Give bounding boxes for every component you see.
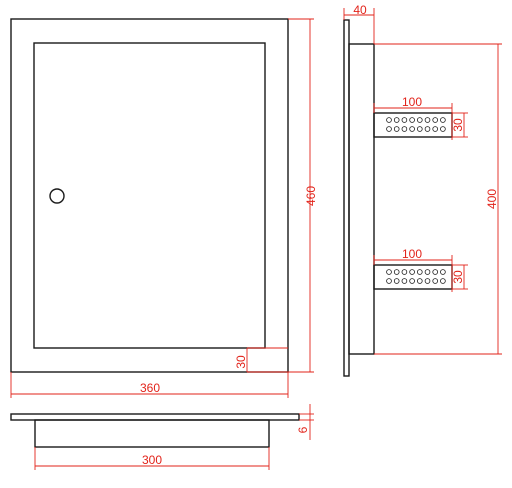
mounting-hole: [440, 269, 446, 275]
bracket-top-holes: [386, 117, 446, 132]
flange-thickness-dimension: 6: [296, 404, 314, 440]
mounting-hole: [416, 126, 423, 132]
mounting-hole: [424, 126, 431, 132]
bracket-bottom-holes: [386, 269, 446, 284]
mounting-hole: [386, 126, 392, 132]
mounting-hole: [440, 126, 446, 132]
mounting-hole: [393, 278, 400, 284]
mounting-hole: [424, 117, 431, 123]
side-height-dimension: 400: [374, 43, 502, 355]
mounting-hole: [393, 126, 400, 132]
mounting-hole: [401, 117, 408, 123]
mounting-hole: [432, 117, 439, 123]
mounting-hole: [409, 269, 415, 275]
front-height-label: 460: [304, 186, 318, 206]
front-height-dimension: 460: [288, 18, 318, 373]
side-depth-label: 40: [353, 3, 367, 17]
mounting-hole: [432, 126, 439, 132]
mounting-hole: [440, 117, 446, 123]
mounting-hole: [432, 269, 439, 275]
bracket-bottom-height-label: 30: [451, 270, 465, 284]
mounting-hole: [440, 278, 446, 284]
side-height-label: 400: [485, 189, 499, 209]
bracket-top-width-label: 100: [402, 95, 422, 109]
front-width-dimension: 360: [10, 372, 289, 398]
side-depth-dimension: 40: [343, 3, 375, 44]
side-view: 40 400 100 30 10: [343, 3, 502, 377]
side-face-plate: [343, 19, 350, 377]
mounting-hole: [386, 278, 392, 284]
mounting-hole: [401, 278, 408, 284]
bracket-top-plate: [373, 112, 453, 138]
bottom-view: 6 300: [10, 404, 314, 470]
mounting-hole: [416, 278, 423, 284]
mounting-hole: [424, 278, 431, 284]
mounting-hole: [416, 117, 423, 123]
outer-frame: [10, 18, 289, 373]
bottom-flange: [10, 413, 300, 421]
frame-width-label: 30: [234, 355, 248, 369]
inner-door: [33, 42, 266, 349]
mounting-hole: [393, 269, 400, 275]
bracket-bottom: 100 30: [373, 247, 468, 292]
mounting-hole: [401, 126, 408, 132]
door-lock-icon: [49, 188, 65, 204]
bracket-top-height-label: 30: [451, 118, 465, 132]
frame-width-dimension: 30: [234, 347, 288, 373]
mounting-hole: [409, 117, 415, 123]
mounting-hole: [416, 269, 423, 275]
bottom-width-dimension: 300: [34, 447, 270, 470]
bottom-box: [34, 419, 270, 448]
flange-thickness-label: 6: [296, 426, 310, 433]
mounting-hole: [401, 269, 408, 275]
mounting-hole: [409, 278, 415, 284]
front-width-label: 360: [140, 381, 160, 395]
bracket-bottom-width-label: 100: [402, 247, 422, 261]
mounting-hole: [386, 117, 392, 123]
bottom-width-label: 300: [142, 453, 162, 467]
mounting-hole: [424, 269, 431, 275]
side-box: [348, 43, 375, 355]
mounting-hole: [386, 269, 392, 275]
mounting-hole: [393, 117, 400, 123]
mounting-hole: [409, 126, 415, 132]
mounting-hole: [432, 278, 439, 284]
front-view: 460 360 30: [10, 18, 318, 398]
bracket-bottom-plate: [373, 264, 453, 290]
bracket-top: 100 30: [373, 95, 468, 140]
